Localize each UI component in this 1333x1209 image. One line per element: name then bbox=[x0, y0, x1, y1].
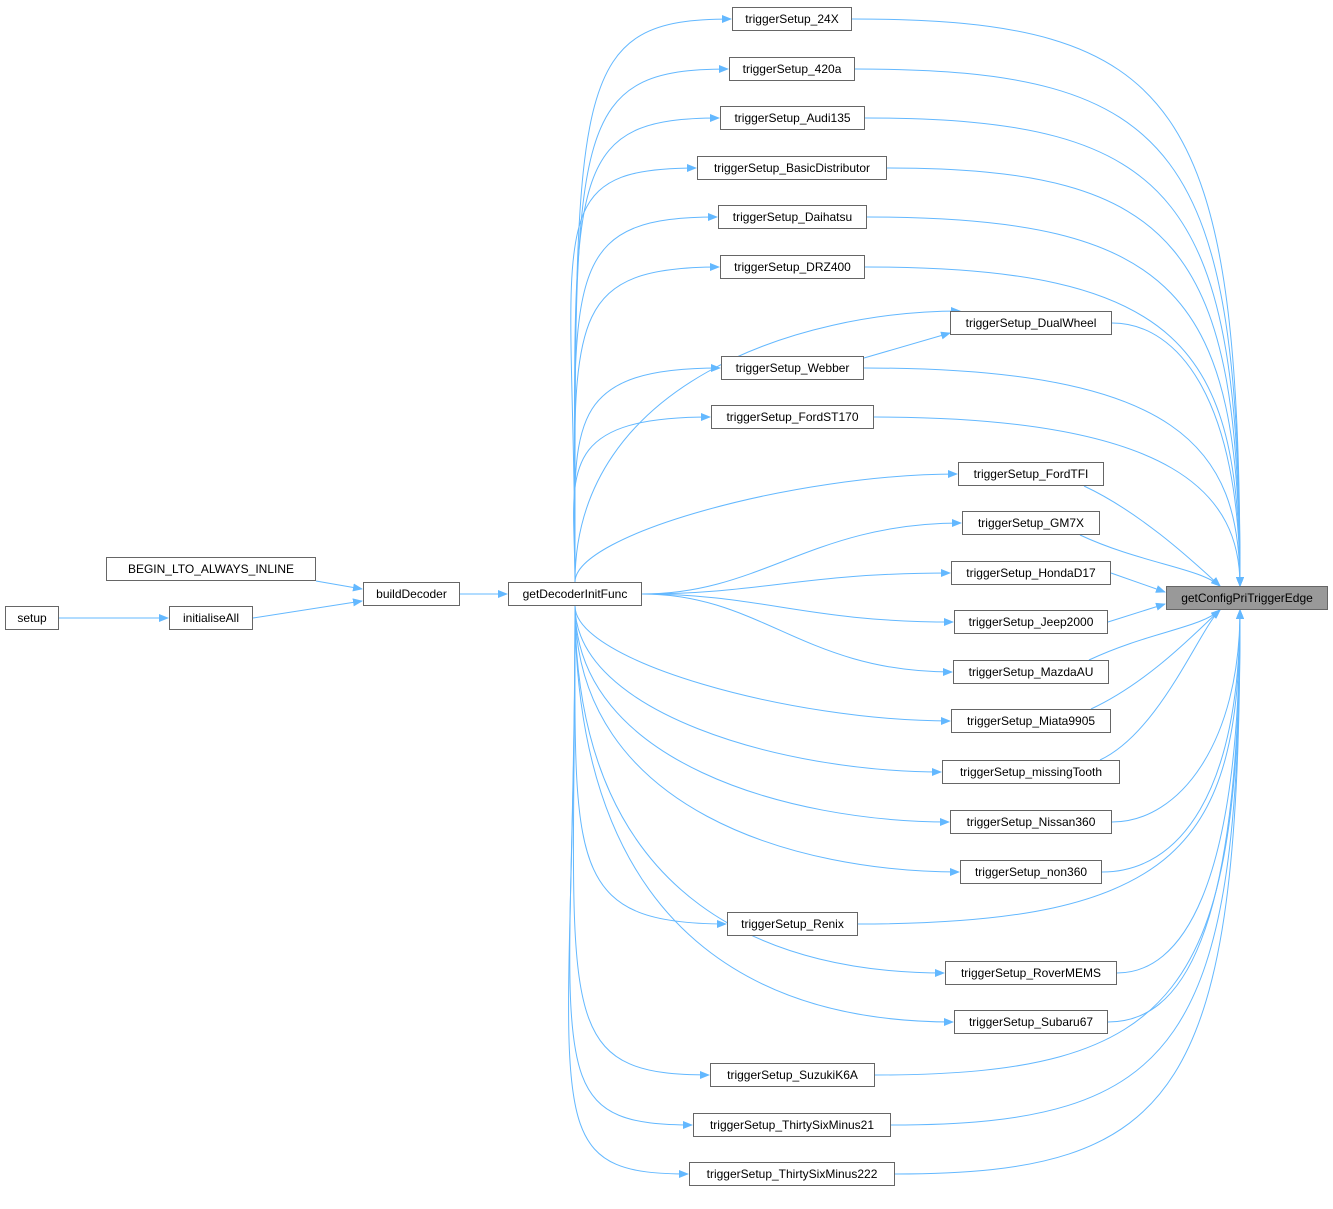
graph-node-triggersetup-nissan360[interactable]: triggerSetup_Nissan360 bbox=[950, 810, 1112, 834]
edge-triggerSetup_HondaD17 bbox=[641, 569, 951, 595]
edge-triggerSetup_Nissan360 bbox=[574, 605, 950, 826]
edge-triggerSetup_FordTFI bbox=[574, 470, 958, 583]
graph-node-triggersetup-rovermems[interactable]: triggerSetup_RoverMEMS bbox=[945, 961, 1117, 985]
graph-node-triggersetup-subaru67[interactable]: triggerSetup_Subaru67 bbox=[954, 1010, 1108, 1034]
edge-triggerSetup_Webber-to-focus bbox=[863, 367, 1244, 587]
edge-triggerSetup_HondaD17-to-focus bbox=[1110, 572, 1166, 593]
edge-triggerSetup_BasicDistributor bbox=[570, 164, 697, 583]
edge-triggerSetup_DRZ400 bbox=[574, 263, 720, 583]
edge-triggerSetup_Subaru67-to-focus bbox=[1107, 609, 1244, 1023]
edge-triggerSetup_missingTooth-to-focus bbox=[1099, 609, 1221, 761]
edge-triggerSetup_GM7X bbox=[641, 519, 962, 595]
edge-triggerSetup_Daihatsu-to-focus bbox=[866, 216, 1244, 587]
graph-node-triggersetup-thirtysixminus21[interactable]: triggerSetup_ThirtySixMinus21 bbox=[693, 1113, 891, 1137]
graph-node-triggersetup-hondad17[interactable]: triggerSetup_HondaD17 bbox=[951, 561, 1111, 585]
edge-triggerSetup_24X bbox=[574, 15, 732, 583]
edge-triggerSetup_ThirtySixMinus21-to-focus bbox=[890, 609, 1244, 1126]
edge-triggerSetup_Daihatsu bbox=[573, 213, 718, 583]
graph-node-triggersetup-webber[interactable]: triggerSetup_Webber bbox=[721, 356, 864, 380]
edge-triggerSetup_MazdaAU-to-focus bbox=[1088, 609, 1221, 661]
edge-triggerSetup_420a bbox=[574, 65, 729, 583]
graph-node-triggersetup-jeep2000[interactable]: triggerSetup_Jeep2000 bbox=[954, 610, 1108, 634]
edge-triggerSetup_Renix-to-focus bbox=[857, 609, 1244, 925]
edge-triggerSetup_SuzukiK6A bbox=[572, 605, 710, 1079]
edge-triggerSetup_Miata9905-to-focus bbox=[1090, 609, 1221, 710]
graph-node-triggersetup-drz400[interactable]: triggerSetup_DRZ400 bbox=[720, 255, 865, 279]
edge-triggerSetup_BasicDistributor-to-focus bbox=[886, 167, 1244, 587]
graph-node-triggersetup-fordst170[interactable]: triggerSetup_FordST170 bbox=[711, 405, 874, 429]
graph-node-triggersetup-daihatsu[interactable]: triggerSetup_Daihatsu bbox=[718, 205, 867, 229]
edge-triggerSetup_MazdaAU bbox=[641, 593, 953, 676]
graph-node-getconfigpritriggeredge[interactable]: getConfigPriTriggerEdge bbox=[1166, 586, 1328, 610]
edge-triggerSetup_SuzukiK6A-to-focus bbox=[874, 609, 1244, 1076]
graph-node-triggersetup-fordtfi[interactable]: triggerSetup_FordTFI bbox=[958, 462, 1104, 486]
edge-triggerSetup_Audi135-to-focus bbox=[864, 117, 1244, 587]
graph-node-triggersetup-thirtysixminus222[interactable]: triggerSetup_ThirtySixMinus222 bbox=[689, 1162, 895, 1186]
graph-node-triggersetup-gm7x[interactable]: triggerSetup_GM7X bbox=[962, 511, 1100, 535]
edge-triggerSetup_Nissan360-to-focus bbox=[1111, 609, 1244, 823]
edge-triggerSetup_missingTooth bbox=[574, 605, 942, 776]
edge-triggerSetup_FordST170 bbox=[573, 413, 711, 583]
graph-node-builddecoder[interactable]: buildDecoder bbox=[363, 582, 460, 606]
edge-triggerSetup_non360-to-focus bbox=[1101, 609, 1244, 873]
graph-node-getdecoderinitfunc[interactable]: getDecoderInitFunc bbox=[508, 582, 642, 606]
graph-node-triggersetup-non360[interactable]: triggerSetup_non360 bbox=[960, 860, 1102, 884]
edge-triggerSetup_Renix bbox=[574, 605, 727, 928]
edge-triggerSetup_ThirtySixMinus222 bbox=[568, 605, 689, 1178]
edge-triggerSetup_420a-to-focus bbox=[854, 68, 1244, 587]
graph-node-triggersetup-miata9905[interactable]: triggerSetup_Miata9905 bbox=[951, 709, 1111, 733]
edge-triggerSetup_GM7X-to-focus bbox=[1079, 534, 1221, 587]
edge-initialiseall-to-builddecoder bbox=[252, 598, 363, 619]
edge-triggerSetup_Webber bbox=[574, 364, 721, 583]
edge-triggerSetup_ThirtySixMinus21 bbox=[569, 605, 693, 1129]
graph-node-triggersetup-24x[interactable]: triggerSetup_24X bbox=[732, 7, 852, 31]
graph-node-triggersetup-renix[interactable]: triggerSetup_Renix bbox=[727, 912, 858, 936]
edge-triggerSetup_Jeep2000-to-focus bbox=[1107, 602, 1166, 623]
edge-triggerSetup_DualWheel bbox=[574, 307, 961, 583]
graph-node-setup[interactable]: setup bbox=[5, 606, 59, 630]
edge-triggerSetup_Subaru67 bbox=[574, 605, 954, 1026]
edge-triggerSetup_non360 bbox=[574, 605, 960, 876]
graph-node-triggersetup-mazdaau[interactable]: triggerSetup_MazdaAU bbox=[953, 660, 1109, 684]
edge-triggerSetup_RoverMEMS-to-focus bbox=[1116, 609, 1244, 974]
graph-node-triggersetup-420a[interactable]: triggerSetup_420a bbox=[729, 57, 855, 81]
edge-triggerSetup_FordST170-to-focus bbox=[873, 416, 1244, 587]
graph-node-triggersetup-basicdistributor[interactable]: triggerSetup_BasicDistributor bbox=[697, 156, 887, 180]
edge-triggerSetup_ThirtySixMinus222-to-focus bbox=[894, 609, 1244, 1175]
edge-triggerSetup_Miata9905 bbox=[574, 605, 951, 725]
graph-node-triggersetup-audi135[interactable]: triggerSetup_Audi135 bbox=[720, 106, 865, 130]
graph-node-begin-lto-always-inline[interactable]: BEGIN_LTO_ALWAYS_INLINE bbox=[106, 557, 316, 581]
edge-begin-lto-to-builddecoder bbox=[315, 580, 363, 592]
edge-triggerSetup_RoverMEMS bbox=[574, 605, 945, 977]
graph-node-triggersetup-suzukik6a[interactable]: triggerSetup_SuzukiK6A bbox=[710, 1063, 875, 1087]
edge-triggerSetup_Jeep2000 bbox=[641, 593, 954, 626]
graph-node-triggersetup-dualwheel[interactable]: triggerSetup_DualWheel bbox=[950, 311, 1112, 335]
graph-node-triggersetup-missingtooth[interactable]: triggerSetup_missingTooth bbox=[942, 760, 1120, 784]
edge-triggerSetup_DRZ400-to-focus bbox=[864, 266, 1244, 587]
edge-webber-to-dualwheel bbox=[863, 331, 951, 359]
edge-triggerSetup_DualWheel-to-focus bbox=[1111, 322, 1244, 587]
graph-node-initialiseall[interactable]: initialiseAll bbox=[169, 606, 253, 630]
edge-triggerSetup_24X-to-focus bbox=[851, 18, 1244, 587]
